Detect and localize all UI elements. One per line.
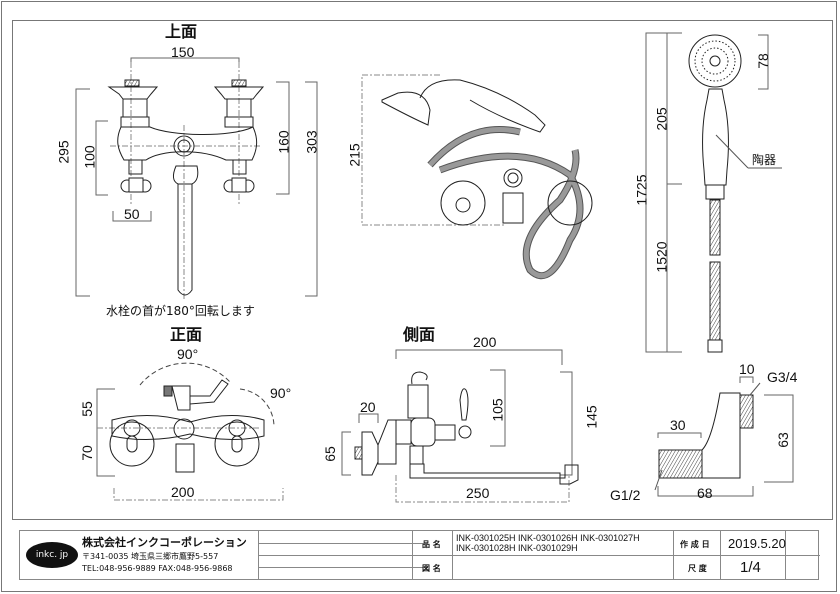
- eccentric-dim-total-length: 68: [697, 485, 713, 501]
- shower-set-drawing: [645, 32, 782, 353]
- date-value: 2019.5.20: [728, 536, 786, 551]
- product-line-1: INK-0301025H INK-0301026H INK-0301027H: [456, 533, 640, 543]
- side-dim-spout-reach: 200: [473, 334, 497, 350]
- side-dim-flange: 20: [360, 399, 376, 415]
- top-view-rotation-note: 水栓の首が180°回転します: [106, 304, 255, 318]
- side-view-title: 側面: [403, 325, 436, 344]
- front-view-title: 正面: [170, 325, 203, 344]
- front-dim-upper-height: 55: [78, 401, 95, 417]
- company-logo: inkc. jp: [26, 542, 78, 568]
- product-line-2: INK-0301028H INK-0301029H: [456, 543, 578, 553]
- divider: [258, 567, 428, 568]
- divider: [258, 555, 428, 556]
- top-view-dim-overall-depth: 295: [55, 140, 72, 164]
- perspective-view-drawing: [361, 74, 593, 280]
- date-label: 作 成 日: [680, 540, 710, 549]
- scale-label: 尺 度: [688, 564, 707, 573]
- side-view-drawing: [341, 349, 579, 503]
- top-view-drawing: [75, 57, 318, 300]
- drawing-frame: [12, 20, 833, 520]
- top-view-title: 上面: [165, 22, 198, 41]
- company-address: 〒341-0035 埼玉県三郷市鷹野5-557: [82, 552, 219, 561]
- eccentric-outlet-thread: G3/4: [767, 369, 798, 385]
- shower-dim-head-diameter: 78: [754, 53, 771, 69]
- side-dim-center-height: 105: [489, 398, 506, 422]
- front-view-drawing: [96, 362, 284, 501]
- eccentric-inlet-thread: G1/2: [610, 487, 641, 503]
- divider: [412, 555, 820, 556]
- front-dim-width: 200: [171, 484, 195, 500]
- shower-dim-handle-length: 205: [653, 107, 670, 131]
- top-view-dim-spacing: 150: [171, 44, 195, 60]
- perspective-dim-height: 215: [346, 143, 363, 167]
- eccentric-dim-offset-height: 63: [774, 432, 791, 448]
- scale-value: 1/4: [740, 559, 761, 576]
- top-view-dim-body-depth: 160: [275, 130, 292, 154]
- eccentric-dim-inlet-len: 30: [670, 417, 686, 433]
- side-dim-total-height: 145: [583, 405, 600, 429]
- front-dim-handle-angle: 90°: [270, 385, 292, 401]
- divider: [785, 531, 786, 579]
- side-dim-total-length: 250: [466, 485, 490, 501]
- top-view-dim-handle-width: 50: [124, 206, 140, 222]
- eccentric-dim-outlet-len: 10: [739, 361, 755, 377]
- drawing-name-label: 図 名: [422, 564, 441, 573]
- eccentric-fitting-drawing: [654, 376, 794, 497]
- shower-dim-total-length: 1725: [633, 174, 650, 206]
- product-name-label: 品 名: [422, 540, 441, 549]
- title-block: inkc. jp 株式会社インクコーポレーション 〒341-0035 埼玉県三郷…: [19, 530, 820, 580]
- company-phone-fax: TEL:048-956-9889 FAX:048-956-9868: [82, 564, 233, 573]
- front-dim-switch-angle: 90°: [177, 346, 199, 362]
- divider: [673, 531, 674, 579]
- shower-material-label: 陶器: [752, 153, 777, 167]
- side-dim-flange-height: 65: [321, 446, 338, 462]
- front-dim-lower-height: 70: [78, 445, 95, 461]
- shower-dim-hose-length: 1520: [653, 241, 670, 273]
- divider: [258, 543, 428, 544]
- divider: [720, 531, 721, 579]
- top-view-dim-total-depth: 303: [303, 130, 320, 154]
- top-view-dim-valve-depth: 100: [81, 145, 98, 169]
- company-name: 株式会社インクコーポレーション: [82, 536, 247, 549]
